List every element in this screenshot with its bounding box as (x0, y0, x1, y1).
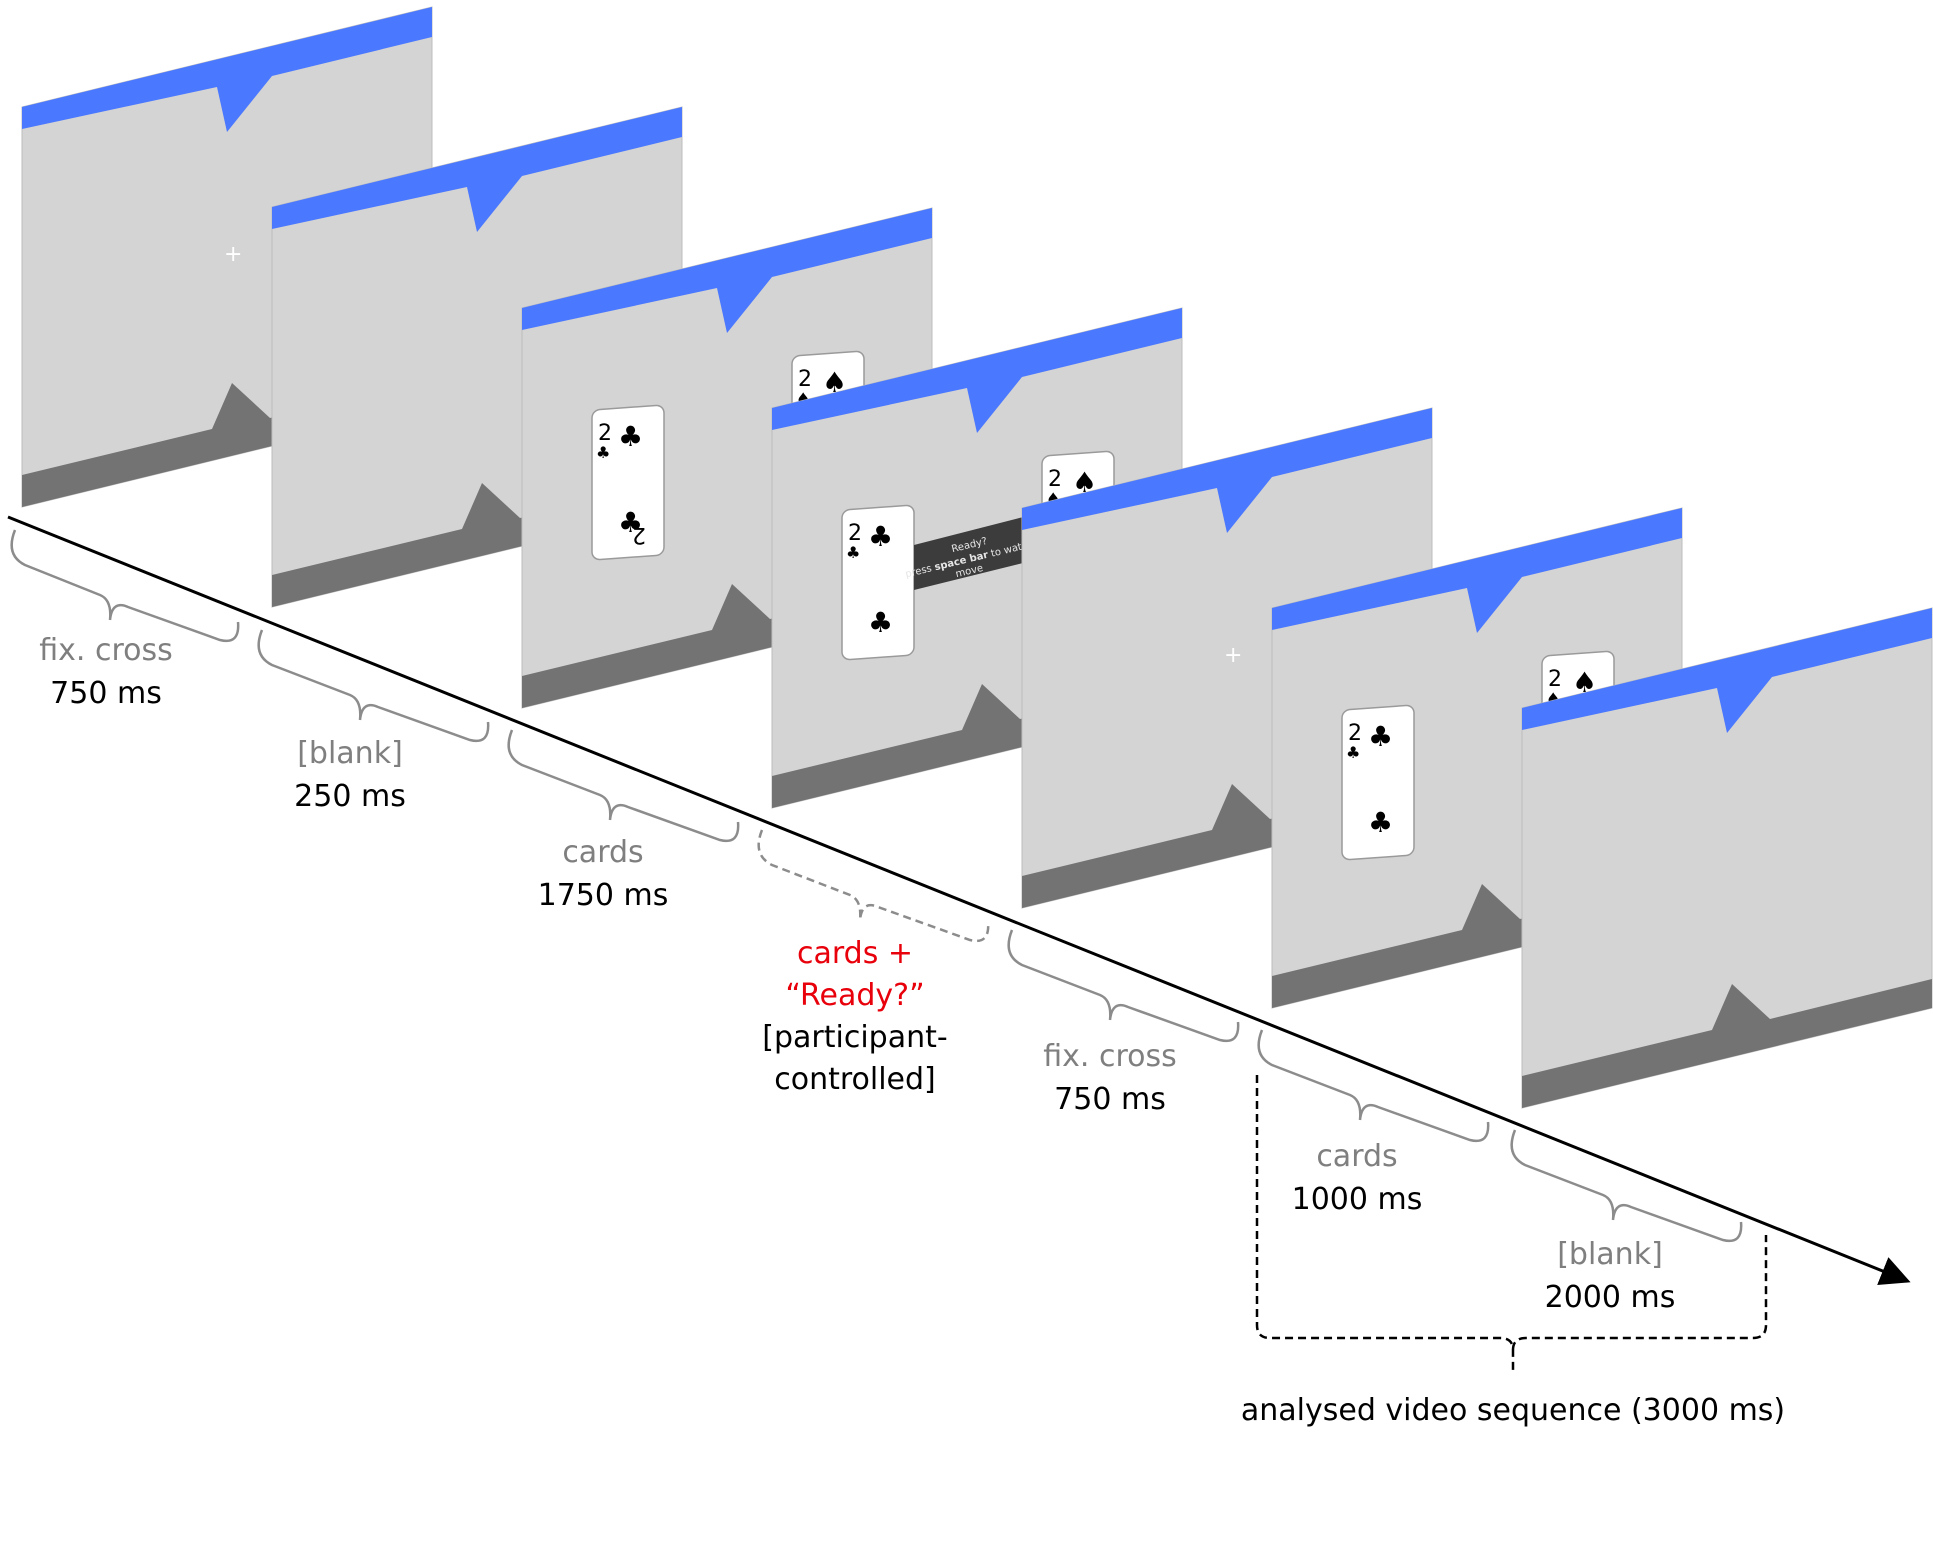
brace-phase-5 (1007, 929, 1240, 1043)
card-left-suit-top: ♣ (618, 420, 643, 453)
phase-1-duration: 750 ms (50, 676, 162, 711)
brace-phase-1 (10, 529, 240, 643)
phase-3-name: cards (562, 835, 643, 870)
brace-phase-6 (1257, 1029, 1490, 1143)
phase-5-duration: 750 ms (1054, 1082, 1166, 1117)
phase-3-duration: 1750 ms (538, 878, 669, 913)
phase-5-name: fix. cross (1043, 1039, 1177, 1074)
phase-7-name: [blank] (1557, 1237, 1663, 1272)
card-left-suit-small-2: ♣ (846, 543, 860, 562)
screen-cards-ready: 2 ♣ ♣ ♣ 2 ♠ ♠ Ready? press space bar to … (771, 307, 1183, 809)
card-two-of-clubs-2: 2 ♣ ♣ ♣ (841, 504, 915, 661)
card-right-rank-2: 2 (1048, 467, 1062, 492)
card-left-suit-top-2: ♣ (868, 520, 893, 553)
phase-braces (10, 529, 1743, 1243)
card-two-of-clubs: 2 ♣ ♣ ♣ 2 (591, 404, 665, 561)
brace-phase-3 (507, 729, 740, 843)
fixation-cross-2: + (1224, 643, 1242, 668)
timeline-arrow (7, 515, 1911, 1285)
brace-phase-2 (257, 629, 490, 743)
phase-6-name: cards (1316, 1139, 1397, 1174)
ready-popup: Ready? press space bar to watch move (904, 516, 1035, 590)
analysed-sequence-bracket (1255, 1075, 1768, 1372)
card-left-suit-small-3: ♣ (1346, 743, 1360, 762)
phase-2-duration: 250 ms (294, 779, 406, 814)
card-left-suit-bottom: ♣ (618, 506, 643, 539)
card-two-of-spades: 2 ♠ ♠ (791, 350, 865, 417)
phase-6-duration: 1000 ms (1292, 1182, 1423, 1217)
card-left-suit-bottom-2: ♣ (868, 606, 893, 639)
phase-2-name: [blank] (297, 736, 403, 771)
card-two-of-clubs-3: 2 ♣ ♣ ♣ (1341, 704, 1415, 861)
card-left-rank: 2 (598, 421, 612, 446)
card-left-suit-small: ♣ (596, 443, 610, 462)
card-left-rank-3: 2 (1348, 721, 1362, 746)
brace-phase-4 (757, 829, 990, 943)
screen-fix-cross-1: + (21, 6, 433, 508)
analysed-sequence-label: analysed video sequence (3000 ms) (1241, 1393, 1785, 1428)
card-right-rank-3: 2 (1548, 667, 1562, 692)
screen-fix-cross-2: + (1021, 407, 1433, 909)
phase-4-name-line1: cards + (797, 936, 913, 971)
screen-cards-1: 2 ♣ ♣ ♣ 2 2 ♠ ♠ (521, 207, 933, 709)
phase-7-duration: 2000 ms (1545, 1280, 1676, 1315)
card-left-suit-bottom-3: ♣ (1368, 806, 1393, 839)
brace-phase-7 (1510, 1129, 1743, 1243)
card-left-suit-top-3: ♣ (1368, 720, 1393, 753)
card-left-rank-2: 2 (848, 521, 862, 546)
card-right-rank: 2 (798, 367, 812, 392)
fixation-cross-1: + (224, 242, 242, 267)
phase-4-duration-line1: [participant- (762, 1020, 947, 1055)
phase-4-duration-line2: controlled] (774, 1062, 936, 1097)
phase-4-name-line2: “Ready?” (785, 978, 924, 1013)
card-left-rank-rotated: 2 (632, 522, 646, 547)
phase-1-name: fix. cross (39, 633, 173, 668)
